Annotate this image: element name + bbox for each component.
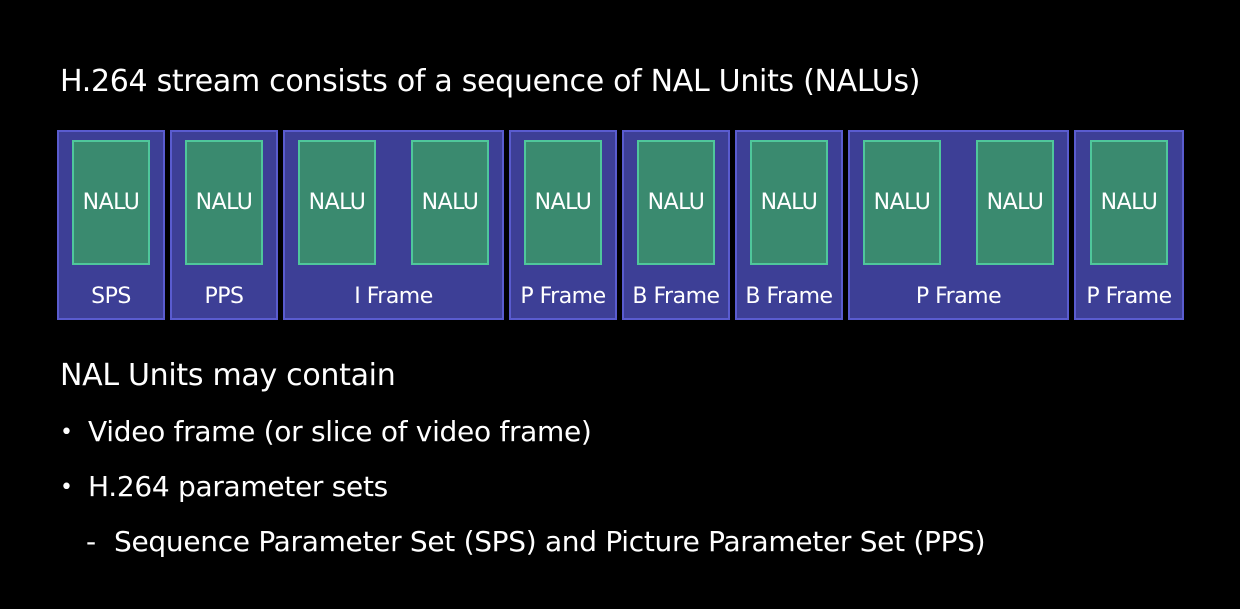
bullet-item: • Video frame (or slice of video frame) <box>60 413 592 452</box>
nalu-box: NALU <box>750 140 828 265</box>
bullet-mark: • <box>60 420 73 445</box>
nalu-box: NALU <box>185 140 263 265</box>
unit-label: I Frame <box>354 284 433 309</box>
bullet-mark: • <box>60 475 73 500</box>
contains-heading: NAL Units may contain <box>60 358 396 393</box>
unit-label: P Frame <box>520 284 606 309</box>
stream-unit-b-frame: NALU B Frame <box>735 130 843 320</box>
unit-label: P Frame <box>1086 284 1172 309</box>
unit-label: PPS <box>204 284 245 309</box>
bullet-text: Video frame (or slice of video frame) <box>88 415 592 448</box>
nalu-box: NALU <box>863 140 941 265</box>
nalu-box: NALU <box>72 140 150 265</box>
nalu-box: NALU <box>298 140 376 265</box>
unit-label: B Frame <box>745 284 833 309</box>
nalu-box: NALU <box>637 140 715 265</box>
bullet-item: • H.264 parameter sets <box>60 468 388 507</box>
unit-label: SPS <box>91 284 131 309</box>
slide-title: H.264 stream consists of a sequence of N… <box>60 64 921 99</box>
nalu-box: NALU <box>524 140 602 265</box>
sub-bullet-item: -Sequence Parameter Set (SPS) and Pictur… <box>86 523 986 561</box>
stream-unit-pps: NALU PPS <box>170 130 278 320</box>
nalu-box: NALU <box>411 140 489 265</box>
sub-bullet-text: Sequence Parameter Set (SPS) and Picture… <box>114 525 986 558</box>
unit-label: P Frame <box>915 284 1002 309</box>
stream-unit-sps: NALU SPS <box>57 130 165 320</box>
dash-mark: - <box>86 525 96 558</box>
stream-unit-p-frame: NALU NALU P Frame <box>848 130 1069 320</box>
stream-unit-p-frame: NALU P Frame <box>509 130 617 320</box>
bullet-text: H.264 parameter sets <box>88 470 388 503</box>
nalu-box: NALU <box>1090 140 1168 265</box>
nalu-box: NALU <box>976 140 1054 265</box>
stream-unit-p-frame: NALU P Frame <box>1074 130 1184 320</box>
unit-label: B Frame <box>632 284 720 309</box>
stream-unit-i-frame: NALU NALU I Frame <box>283 130 504 320</box>
stream-unit-b-frame: NALU B Frame <box>622 130 730 320</box>
